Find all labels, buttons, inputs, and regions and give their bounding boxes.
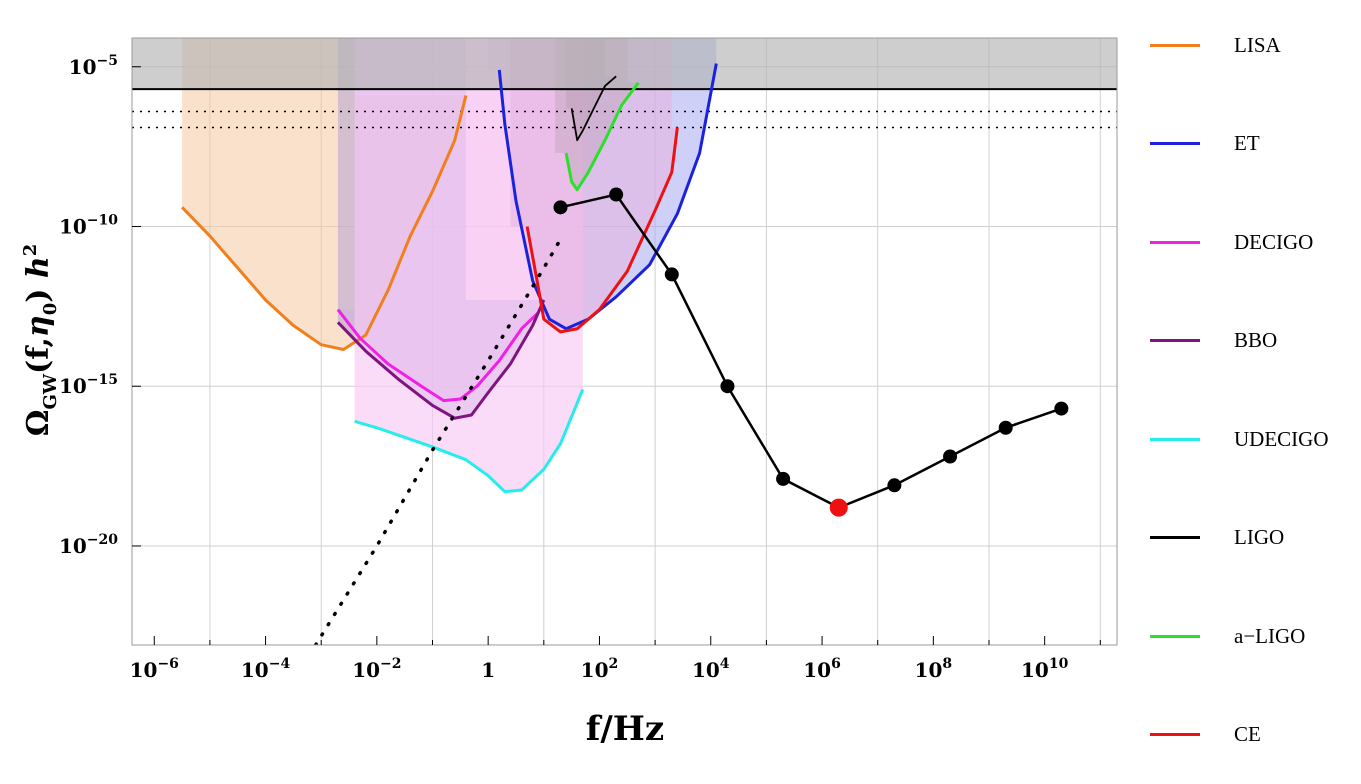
y-tick-label: 10−20 — [59, 532, 118, 558]
data-point — [887, 478, 902, 493]
sensitivity-region-ce — [510, 38, 678, 332]
legend-item: LIGO — [1150, 523, 1284, 553]
legend-swatch — [1150, 339, 1200, 342]
x-tick-label: 10−4 — [241, 656, 291, 682]
excluded-region — [132, 38, 1117, 90]
plot-content — [132, 38, 1117, 645]
plot-area — [131, 37, 1118, 646]
curve-et — [497, 63, 718, 331]
data-point — [720, 379, 735, 394]
y-axis-title: ΩGW(f,η0) h2 — [20, 244, 61, 437]
data-point — [998, 420, 1013, 435]
spectrum-curve — [560, 193, 1062, 509]
legend-swatch — [1150, 733, 1200, 736]
y-axis: 10−5 10−10 10−15 10−20 — [59, 53, 141, 558]
x-tick-label: 104 — [692, 656, 730, 682]
legend-swatch — [1150, 536, 1200, 539]
data-point — [553, 200, 568, 215]
x-tick-label: 1010 — [1021, 656, 1069, 682]
legend-item: UDECIGO — [1150, 424, 1329, 454]
legend-swatch — [1150, 43, 1200, 47]
curve-lisa — [181, 95, 468, 351]
legend-swatch — [1150, 634, 1200, 638]
legend-swatch — [1150, 437, 1200, 441]
data-point — [1054, 401, 1069, 416]
x-tick-label: 10−6 — [130, 656, 179, 682]
legend-label: DECIGO — [1234, 229, 1314, 254]
x-tick-label: 102 — [581, 656, 619, 682]
data-point — [943, 449, 958, 464]
x-tick-label: 10−2 — [352, 656, 401, 682]
curve-udecigo — [354, 388, 585, 494]
legend-label: LISA — [1234, 32, 1281, 57]
plot-frame — [131, 37, 1118, 646]
data-point — [776, 471, 791, 486]
legend-label: UDECIGO — [1234, 426, 1329, 451]
x-axis: 10−6 10−4 10−2 1 102 104 106 108 1010 — [130, 636, 1101, 682]
data-point — [664, 267, 679, 282]
legend-item: DECIGO — [1150, 227, 1313, 257]
legend-item: ET — [1150, 129, 1260, 159]
legend-item: BBO — [1150, 326, 1277, 356]
x-tick-label: 106 — [803, 656, 841, 682]
legend-item: CE — [1150, 720, 1261, 750]
legend-item: a−LIGO — [1150, 621, 1305, 651]
curve-bbo — [336, 299, 546, 420]
x-tick-label: 108 — [915, 656, 953, 682]
legend-label: a−LIGO — [1234, 623, 1306, 648]
y-tick-label: 10−15 — [59, 372, 118, 398]
legend-swatch — [1150, 240, 1200, 244]
y-tick-label: 10−5 — [69, 53, 118, 79]
legend-label: ET — [1234, 131, 1260, 155]
data-point — [609, 187, 624, 202]
y-tick-label: 10−10 — [59, 212, 118, 238]
highlight-point — [829, 498, 848, 517]
curve-ce — [525, 127, 679, 334]
curve-a-ligo — [564, 81, 640, 192]
curve-decigo — [336, 308, 540, 403]
legend-swatch — [1150, 142, 1200, 145]
dotted-prediction-curve — [313, 237, 563, 645]
legend-item: LISA — [1150, 30, 1281, 60]
legend-label: CE — [1234, 722, 1261, 746]
curve-ligo — [570, 75, 617, 142]
x-axis-title: f/Hz — [586, 709, 664, 749]
x-tick-label: 1 — [481, 658, 495, 682]
legend-label: LIGO — [1234, 525, 1285, 549]
legend-label: BBO — [1234, 328, 1278, 352]
